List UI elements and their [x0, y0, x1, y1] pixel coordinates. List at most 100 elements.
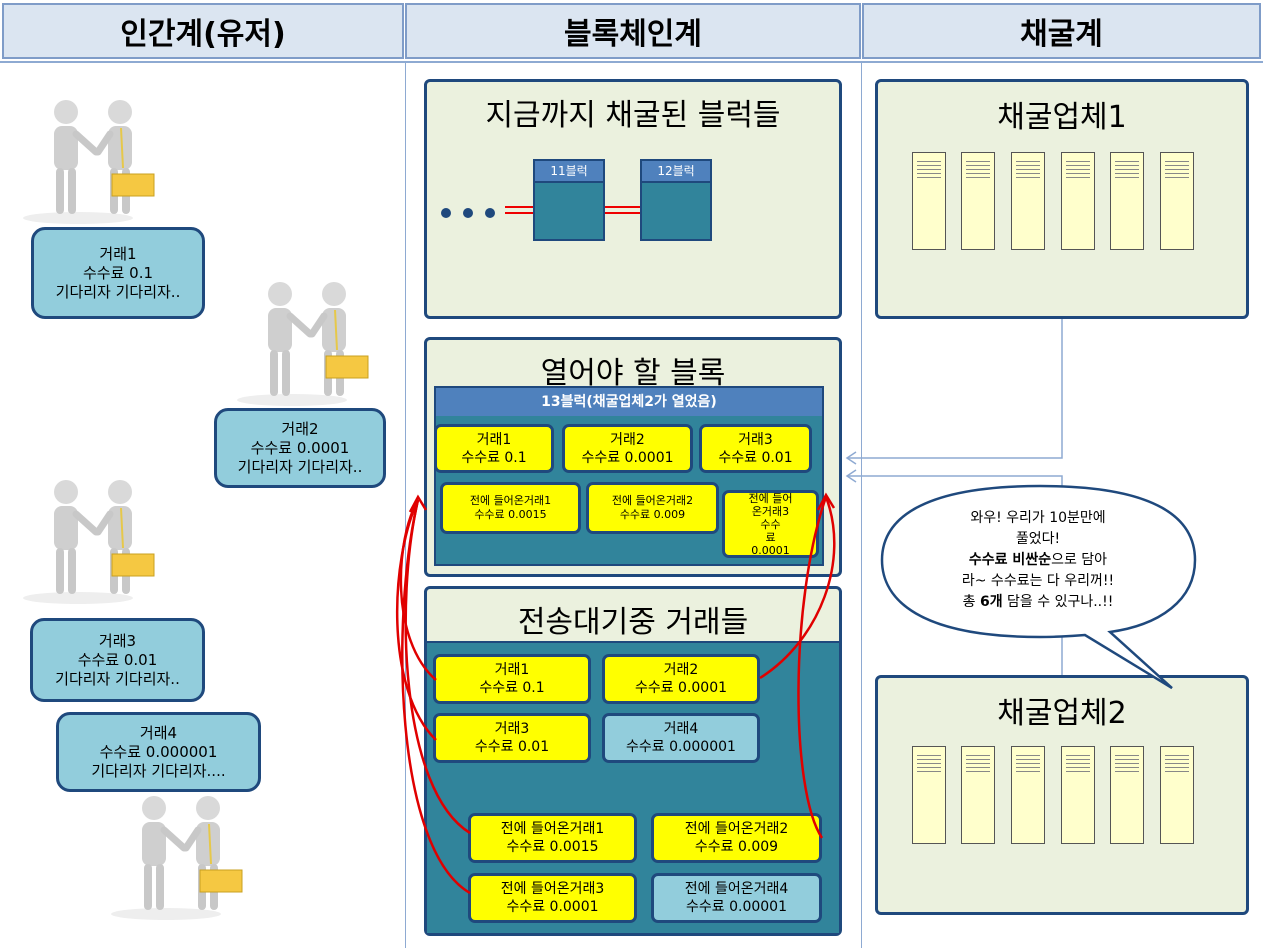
open-tx-5-fee: 수수료 0.009 [619, 508, 686, 521]
user-tx-1-fee: 수수료 0.1 [82, 263, 154, 282]
pending-tx-5-fee: 수수료 0.0015 [506, 839, 599, 855]
pending-tx-1: 거래1 수수료 0.1 [433, 654, 591, 704]
column-divider-2 [861, 62, 862, 948]
pending-tx-3-fee: 수수료 0.01 [474, 739, 550, 755]
user-tx-3-name: 거래3 [98, 631, 137, 650]
user-tx-4: 거래4 수수료 0.000001 기다리자 기다리자.... [56, 712, 261, 792]
block-12-label: 12블럭 [642, 161, 710, 183]
user-tx-2-fee: 수수료 0.0001 [250, 438, 350, 457]
pending-tx-7-name: 전에 들어온거래3 [500, 881, 605, 897]
open-tx-6-name: 전에 들어 [748, 491, 793, 505]
pending-tx-2-name: 거래2 [663, 662, 699, 678]
header-blockchain: 블록체인계 [405, 3, 861, 59]
open-tx-4-fee: 수수료 0.0015 [474, 508, 547, 521]
pending-tx-8: 전에 들어온거래4 수수료 0.00001 [651, 873, 822, 923]
pending-tx-6-fee: 수수료 0.009 [694, 839, 779, 855]
speech-line-5a: 총 [962, 594, 980, 610]
open-tx-3-fee: 수수료 0.01 [718, 449, 793, 466]
miner-connector-lines [845, 319, 1063, 675]
open-tx-3: 거래3 수수료 0.01 [699, 424, 812, 473]
speech-line-5: 총 6개 담을 수 있구나..!! [900, 592, 1176, 613]
mined-blocks-panel: 지금까지 채굴된 블럭들 11블럭 12블럭 [424, 79, 842, 319]
block-12: 12블럭 [640, 159, 712, 241]
speech-line-5c: 담을 수 있구나..!! [1002, 594, 1114, 610]
open-tx-1-fee: 수수료 0.1 [461, 449, 527, 466]
header-divider [0, 61, 1263, 63]
speech-line-3-bold: 수수료 비싼순 [968, 552, 1052, 568]
server-icon [961, 746, 995, 844]
pending-tx-2-fee: 수수료 0.0001 [634, 680, 728, 696]
block-11-label: 11블럭 [535, 161, 603, 183]
open-tx-6-name2: 온거래3 [751, 504, 790, 518]
server-icon [1160, 152, 1194, 250]
open-tx-4: 전에 들어온거래1 수수료 0.0015 [440, 482, 581, 534]
block-11: 11블럭 [533, 159, 605, 241]
speech-line-5-bold: 6개 [979, 594, 1003, 610]
server-icon [1110, 152, 1144, 250]
open-tx-6-fee1: 수수 [760, 517, 781, 531]
mined-blocks-title: 지금까지 채굴된 블럭들 [485, 98, 781, 133]
user-tx-1-name: 거래1 [99, 244, 137, 263]
pending-tx-4-fee: 수수료 0.000001 [626, 739, 736, 755]
ellipsis-dot-2 [463, 208, 473, 218]
open-tx-2-fee: 수수료 0.0001 [581, 449, 674, 466]
pending-tx-5: 전에 들어온거래1 수수료 0.0015 [468, 813, 637, 863]
pending-tx-8-name: 전에 들어온거래4 [684, 881, 789, 897]
server-icon [912, 152, 946, 250]
open-tx-3-name: 거래3 [738, 431, 773, 448]
open-tx-4-name: 전에 들어온거래1 [469, 494, 552, 507]
server-icon [1061, 746, 1095, 844]
server-icon [1011, 152, 1045, 250]
pending-tx-1-fee: 수수료 0.1 [479, 680, 545, 696]
user-tx-4-name: 거래4 [139, 723, 178, 742]
speech-line-2: 풀었다! [1015, 531, 1061, 547]
header-mining: 채굴계 [862, 3, 1261, 59]
user-tx-3-fee: 수수료 0.01 [77, 650, 158, 669]
speech-line-3: 수수료 비싼순으로 담아 [900, 550, 1176, 571]
open-tx-2-name: 거래2 [610, 431, 645, 448]
ellipsis-dot-3 [485, 208, 495, 218]
user-tx-2-status: 기다리자 기다리자.. [237, 457, 363, 476]
miner-2-title: 채굴업체2 [997, 696, 1127, 731]
server-icon [961, 152, 995, 250]
column-divider-1 [405, 62, 406, 948]
user-tx-2: 거래2 수수료 0.0001 기다리자 기다리자.. [214, 408, 386, 488]
open-tx-1-name: 거래1 [476, 431, 512, 448]
pending-tx-4: 거래4 수수료 0.000001 [602, 713, 760, 763]
user-tx-2-name: 거래2 [281, 419, 319, 438]
server-icon [1011, 746, 1045, 844]
user-tx-1: 거래1 수수료 0.1 기다리자 기다리자.. [31, 227, 205, 319]
miner-1-title: 채굴업체1 [997, 100, 1127, 135]
pending-tx-3: 거래3 수수료 0.01 [433, 713, 591, 763]
pending-tx-7: 전에 들어온거래3 수수료 0.0001 [468, 873, 637, 923]
server-icon [1110, 746, 1144, 844]
speech-line-3-rest: 으로 담아 [1051, 552, 1108, 568]
open-tx-6-fee3: 0.0001 [751, 543, 790, 557]
server-icon [1160, 746, 1194, 844]
speech-line-4: 라~ 수수료는 다 우리꺼!! [961, 573, 1115, 589]
open-tx-6-fee2: 료 [765, 530, 776, 544]
ellipsis-dot-1 [441, 208, 451, 218]
open-tx-5: 전에 들어온거래2 수수료 0.009 [586, 482, 719, 534]
user-tx-4-status: 기다리자 기다리자.... [91, 761, 226, 780]
chain-link-1 [505, 206, 533, 214]
pending-tx-3-name: 거래3 [494, 721, 530, 737]
server-icon [1061, 152, 1095, 250]
pending-tx-4-name: 거래4 [663, 721, 699, 737]
user-tx-3-status: 기다리자 기다리자.. [55, 669, 180, 688]
open-block-title: 열어야 할 블록 [540, 356, 726, 391]
block-13-header: 13블럭(채굴업체2가 열었음) [436, 388, 822, 416]
pending-tx-6: 전에 들어온거래2 수수료 0.009 [651, 813, 822, 863]
header-human: 인간계(유저) [2, 3, 404, 59]
user-tx-4-fee: 수수료 0.000001 [99, 742, 218, 761]
miner-speech: 와우! 우리가 10분만에 풀었다! 수수료 비싼순으로 담아 라~ 수수료는 … [900, 508, 1176, 613]
pending-tx-5-name: 전에 들어온거래1 [500, 821, 605, 837]
pending-tx-6-name: 전에 들어온거래2 [684, 821, 789, 837]
open-tx-6: 전에 들어 온거래3 수수 료 0.0001 [722, 490, 819, 558]
user-tx-3: 거래3 수수료 0.01 기다리자 기다리자.. [30, 618, 205, 702]
speech-line-1: 와우! 우리가 10분만에 [970, 510, 1106, 526]
user-tx-1-status: 기다리자 기다리자.. [55, 282, 181, 301]
open-tx-5-name: 전에 들어온거래2 [611, 494, 694, 507]
pending-tx-7-fee: 수수료 0.0001 [506, 899, 599, 915]
chain-link-2 [605, 206, 641, 214]
